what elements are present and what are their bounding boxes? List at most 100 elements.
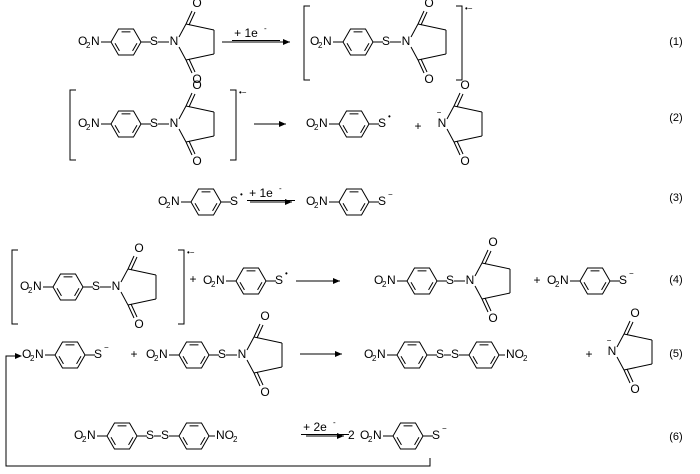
arrowhead: [15, 353, 22, 359]
nitro-group-label: O: [310, 34, 319, 48]
aromatic-bond: [410, 281, 416, 291]
carbonyl-bond: [623, 369, 631, 384]
subscript-2: 2: [382, 280, 387, 289]
ring-bond: [185, 23, 215, 31]
aromatic-bond: [418, 355, 424, 365]
aromatic-bond: [200, 355, 206, 365]
carbonyl-bond: [453, 92, 461, 107]
carbonyl-bond: [626, 368, 634, 383]
carbonyl-oxygen: O: [192, 154, 201, 168]
aromatic-bond: [396, 436, 402, 446]
subscript-2: 2: [82, 435, 87, 444]
ring-bond: [246, 336, 255, 351]
radical-dot: •: [240, 190, 243, 199]
aromatic-bond: [194, 202, 200, 212]
nitro-group-label: O: [22, 347, 31, 361]
carbonyl-oxygen: O: [424, 72, 433, 86]
aromatic-bond: [58, 355, 64, 365]
aromatic-bond: [132, 124, 138, 134]
aromatic-bond: [76, 355, 82, 365]
subscript-2: 2: [523, 354, 528, 363]
aromatic-bond: [490, 355, 496, 365]
carbonyl-bond: [188, 93, 196, 108]
ring-bond: [453, 105, 483, 113]
benzene-ring: [338, 188, 370, 216]
subscript-2: 2: [211, 280, 216, 289]
benzene-ring: [338, 110, 370, 138]
nitro-group-label: N: [216, 273, 225, 287]
carbonyl-oxygen: O: [488, 235, 497, 249]
arrow-label-sup: -: [333, 418, 336, 427]
benzene-ring: [110, 110, 142, 138]
subscript-2: 2: [30, 354, 35, 363]
carbonyl-bond: [253, 323, 261, 338]
sulfur-atom: S: [94, 347, 102, 361]
ring-bond: [481, 262, 511, 270]
ring-bond: [178, 128, 187, 143]
radical-anion-charge: •−: [187, 248, 195, 257]
carbonyl-bond: [188, 11, 196, 26]
aromatic-bond: [114, 124, 120, 134]
ring-bond: [417, 53, 447, 61]
radical-dot: •: [388, 112, 391, 121]
equation-number: (4): [669, 274, 682, 286]
ring-bond: [623, 333, 653, 341]
right-bracket: [230, 89, 237, 161]
benzene-ring: [106, 422, 138, 450]
anion-charge: −: [437, 108, 442, 117]
aromatic-bond: [342, 124, 348, 134]
left-bracket: [11, 249, 18, 325]
carbonyl-bond: [420, 58, 428, 73]
nitro-group-label: N: [91, 34, 100, 48]
right-bracket: [456, 5, 463, 81]
benzene-ring: [468, 341, 500, 369]
arrow-label: + 1e: [234, 26, 258, 40]
nitro-group-label: O: [74, 428, 83, 442]
carbonyl-bond: [185, 59, 193, 74]
sulfur-atom: S: [146, 428, 154, 442]
subscript-2: 2: [154, 354, 159, 363]
ring-bond: [178, 105, 187, 120]
carbonyl-bond: [185, 141, 193, 156]
nitro-group-label: N: [159, 347, 168, 361]
arrow-label: + 2e: [303, 420, 327, 434]
aromatic-bond: [472, 355, 478, 365]
carbonyl-oxygen: O: [192, 0, 201, 10]
nitro-group-label: O: [78, 34, 87, 48]
carbonyl-oxygen: O: [488, 311, 497, 325]
ring-bond: [417, 23, 447, 31]
nitro-group-label: N: [373, 428, 382, 442]
nitro-group-label: N: [319, 116, 328, 130]
ring-bond: [120, 268, 129, 283]
nitro-group-label: O: [20, 279, 29, 293]
carbonyl-bond: [484, 250, 492, 265]
subscript-2: 2: [372, 354, 377, 363]
carbonyl-bond: [417, 59, 425, 74]
sulfur-atom: S: [275, 273, 283, 287]
aromatic-bond: [364, 42, 370, 52]
nitro-group-label: O: [364, 347, 373, 361]
imide-nitrogen: N: [238, 347, 247, 361]
arrowhead: [285, 199, 292, 205]
arrow-label-sup: -: [279, 184, 282, 193]
nitro-group-label: N: [87, 428, 96, 442]
nitro-group-label: O: [203, 273, 212, 287]
carbonyl-bond: [127, 255, 135, 270]
carbonyl-bond: [481, 298, 489, 313]
aromatic-bond: [414, 436, 420, 446]
carbonyl-oxygen: O: [630, 306, 639, 320]
carbonyl-bond: [256, 324, 264, 339]
nitro-group-label: N: [35, 347, 44, 361]
sulfur-atom: S: [382, 34, 390, 48]
subscript-2: 2: [86, 123, 91, 132]
ring-bond: [253, 336, 283, 344]
ring-bond: [616, 356, 625, 371]
recycle-line: [5, 355, 431, 467]
aromatic-bond: [110, 436, 116, 446]
equation-number: (2): [669, 112, 682, 124]
carbonyl-bond: [453, 141, 461, 156]
